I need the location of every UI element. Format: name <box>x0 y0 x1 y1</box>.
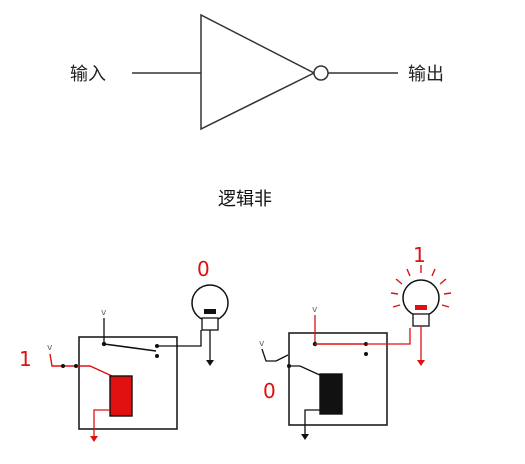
input-wire-left <box>49 353 113 377</box>
right-relay-circuit: v 1 v 0 <box>259 243 452 440</box>
input-switch-arm <box>275 354 289 362</box>
input-value-left: 1 <box>19 347 32 371</box>
lamp-wire <box>157 330 202 347</box>
input-switch-open <box>261 348 276 362</box>
supply-mark: v <box>312 305 318 315</box>
relay-box <box>78 336 178 430</box>
bulb-on <box>402 279 440 317</box>
lamp-glow-rays <box>390 265 452 308</box>
relay-coil-inactive <box>319 373 343 415</box>
bulb-base <box>201 317 219 331</box>
ground-arrow-coil <box>301 434 309 440</box>
lamp-wire <box>366 328 411 345</box>
contact-lower <box>155 354 159 358</box>
ground-arrow-lamp <box>417 360 425 366</box>
supply-mark: v <box>101 308 107 318</box>
relay-box <box>288 332 388 426</box>
input-wire-right <box>289 365 323 377</box>
bulb-filament <box>204 309 216 314</box>
output-value-right: 1 <box>413 243 426 267</box>
input-label: 输入 <box>70 64 106 85</box>
relay-coil-active <box>109 375 133 417</box>
input-junction-2 <box>74 364 78 368</box>
coil-ground-wire <box>304 409 320 434</box>
coil-ground-wire <box>93 409 110 436</box>
ground-arrow-lamp <box>206 360 214 366</box>
left-relay-circuit: v 0 1 v <box>19 257 229 442</box>
ground-arrow-coil <box>90 436 98 442</box>
bulb-filament <box>415 305 427 310</box>
contact-lower <box>364 352 368 356</box>
bulb-base <box>412 313 430 327</box>
diagram-title: 逻辑非 <box>218 189 272 210</box>
not-gate-symbol <box>132 13 398 131</box>
input-mark: v <box>259 339 265 349</box>
output-value-left: 0 <box>197 257 210 281</box>
bulb-off <box>191 284 229 322</box>
inversion-bubble <box>313 65 329 81</box>
input-mark: v <box>47 343 53 353</box>
input-value-right: 0 <box>263 379 276 403</box>
input-junction-1 <box>61 364 65 368</box>
output-label: 输出 <box>408 64 444 85</box>
switch-arm <box>103 343 157 352</box>
buffer-triangle <box>200 13 316 131</box>
